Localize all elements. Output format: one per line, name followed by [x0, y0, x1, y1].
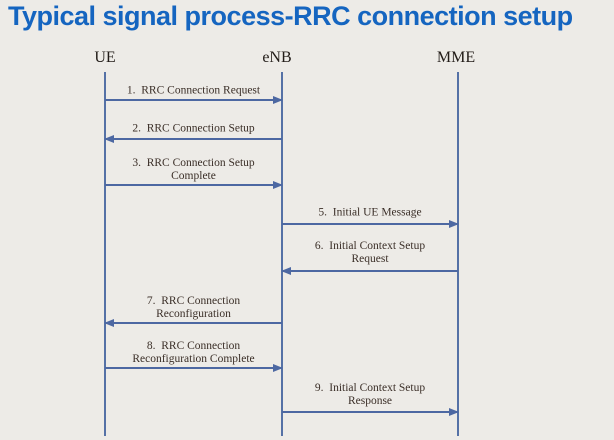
lifeline-enb: [281, 72, 283, 436]
message-3-arrow: [105, 181, 283, 189]
page-title: Typical signal process-RRC connection se…: [8, 1, 573, 31]
message-6-label: 6. Initial Context Setup Request: [314, 240, 426, 265]
arrowhead-left-icon: [104, 135, 114, 143]
arrowhead-right-icon: [273, 181, 283, 189]
message-6-arrow: [281, 267, 458, 275]
message-2-arrow: [104, 135, 282, 143]
arrowhead-right-icon: [449, 220, 459, 228]
message-8-label: 8. RRC Connection Reconfiguration Comple…: [132, 340, 255, 365]
message-1-arrow: [105, 96, 283, 104]
message-2-label: 2. RRC Connection Setup: [132, 122, 255, 135]
arrowhead-right-icon: [449, 408, 459, 416]
message-7-arrow: [104, 319, 282, 327]
lifeline-mme: [457, 72, 459, 436]
lifeline-ue: [104, 72, 106, 436]
message-9-arrow: [282, 408, 459, 416]
entity-label-mme: MME: [436, 49, 476, 66]
message-9-label: 9. Initial Context Setup Response: [314, 382, 426, 407]
arrowhead-right-icon: [273, 364, 283, 372]
message-8-arrow: [105, 364, 283, 372]
arrowhead-left-icon: [281, 267, 291, 275]
entity-label-enb: eNB: [262, 49, 292, 66]
message-7-label: 7. RRC Connection Reconfiguration: [146, 295, 241, 320]
message-3-label: 3. RRC Connection Setup Complete: [132, 157, 255, 182]
entity-label-ue: UE: [94, 49, 116, 66]
arrowhead-left-icon: [104, 319, 114, 327]
message-5-label: 5. Initial UE Message: [318, 206, 422, 219]
message-1-label: 1. RRC Connection Request: [126, 84, 261, 97]
message-5-arrow: [282, 220, 459, 228]
arrowhead-right-icon: [273, 96, 283, 104]
